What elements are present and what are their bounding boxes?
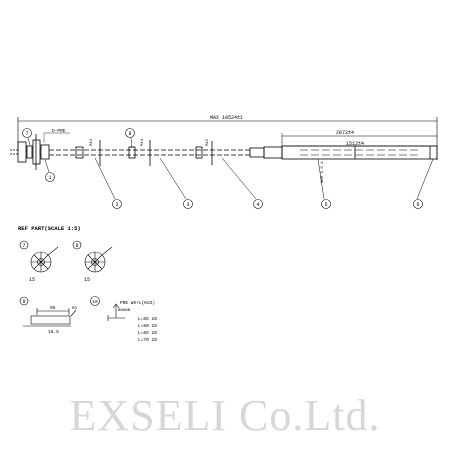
overall-dimension: [17, 117, 438, 160]
svg-text:8: 8: [75, 243, 78, 249]
svg-text:2: 2: [115, 202, 118, 208]
svg-text:18.5: 18.5: [48, 329, 59, 335]
company-watermark: EXSELI Co.Ltd.: [69, 391, 381, 440]
svg-text:R3: R3: [72, 307, 77, 311]
balloon-3: 3: [183, 199, 193, 209]
svg-text:7: 7: [22, 243, 25, 249]
balloon-5: 5: [321, 199, 331, 209]
lower-right-dimension-label: 1512±4: [346, 141, 364, 147]
svg-text:10: 10: [92, 299, 98, 305]
shaft-assembly: [10, 134, 438, 170]
svg-text:9: 9: [22, 299, 25, 305]
svg-text:1: 1: [48, 175, 51, 181]
annotation-nom: NOM 3 0.1: [321, 161, 325, 183]
upper-right-dimension-label: 2072±4: [336, 130, 354, 136]
balloon-2: 2: [112, 199, 122, 209]
balloon-8: 8: [125, 128, 135, 138]
svg-text:PRE WX+L(KGS): PRE WX+L(KGS): [120, 300, 155, 306]
overall-dimension-label: MAX 10524±1: [210, 115, 243, 121]
svg-text:L=65 28: L=65 28: [138, 330, 157, 336]
svg-text:15: 15: [29, 277, 35, 283]
balloon-1: 1: [45, 172, 55, 182]
svg-text:7: 7: [25, 131, 28, 137]
svg-text:L=60 28: L=60 28: [138, 323, 157, 329]
svg-text:L=70 28: L=70 28: [138, 337, 157, 343]
svg-text:4: 4: [256, 202, 259, 208]
balloon-4: 4: [253, 199, 263, 209]
detail-item-7: 7 15: [19, 240, 59, 283]
svg-text:5: 5: [324, 202, 327, 208]
svg-text:3: 3: [186, 202, 189, 208]
svg-text:15: 15: [84, 277, 90, 283]
svg-text:8: 8: [128, 131, 131, 137]
detail-item-9: 9 95 R3 18.5: [19, 296, 77, 335]
svg-text:L=55 28: L=55 28: [138, 316, 157, 322]
leader-lines: [27, 137, 434, 200]
detail-header: REF PART(SCALE 1:5): [18, 225, 81, 232]
annotation-m12: M12: [206, 138, 210, 146]
svg-text:95: 95: [50, 305, 56, 311]
detail-item-10: 10 PRE WX+L(KGS) Ø988B L=55 28 L=60 28 L…: [90, 296, 157, 343]
svg-text:Ø988B: Ø988B: [118, 308, 131, 313]
balloon-6: 6: [413, 199, 423, 209]
annotation-m14-b: M14: [141, 138, 145, 146]
svg-text:6: 6: [416, 202, 419, 208]
detail-item-8: 8 15: [72, 240, 113, 283]
balloon-7: 7: [22, 128, 32, 138]
annotation-m14-a: M14: [90, 138, 94, 146]
annotation-dpre: D-PRE: [52, 128, 66, 134]
